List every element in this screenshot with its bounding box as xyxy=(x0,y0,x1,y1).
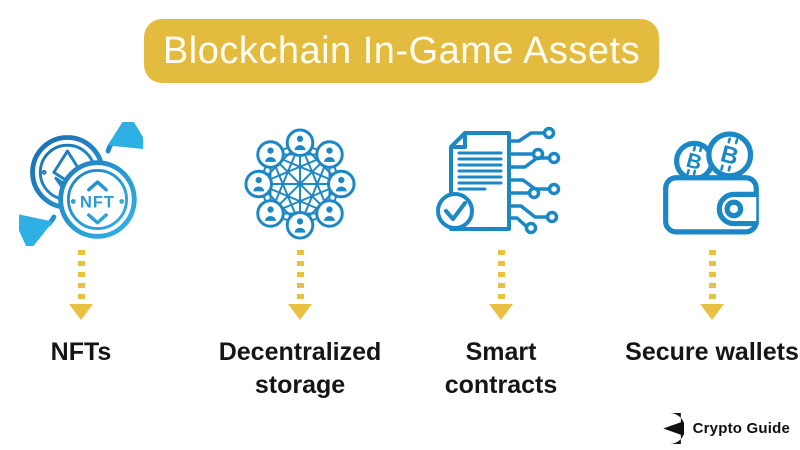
crypto-guide-logo-icon xyxy=(662,413,684,444)
decentralized-network-icon xyxy=(244,128,356,240)
nft-coin-text: NFT xyxy=(80,193,115,211)
bitcoin-coin-small: B xyxy=(674,140,715,182)
page-title: Blockchain In-Game Assets xyxy=(162,29,641,72)
brand-name: Crypto Guide xyxy=(692,420,790,437)
nft-icon-box: NFT xyxy=(19,122,143,246)
svg-text:B: B xyxy=(718,140,742,171)
person-glyphs xyxy=(253,135,347,233)
down-arrow xyxy=(489,250,513,320)
asset-column-nfts: NFT NFTs xyxy=(0,122,181,369)
title-banner: Blockchain In-Game Assets xyxy=(144,19,659,83)
asset-column-decentralized-storage: Decentralized storage xyxy=(200,124,400,402)
nft-exchange-icon: NFT xyxy=(19,122,143,246)
asset-label-decentralized-storage: Decentralized storage xyxy=(218,338,382,399)
svg-text:B: B xyxy=(684,149,704,175)
smart-contract-icon xyxy=(436,127,561,235)
arrow-head xyxy=(69,304,93,320)
arrow-dashes xyxy=(497,250,505,303)
arrow-head xyxy=(700,304,724,320)
arrow-dashes xyxy=(296,250,304,303)
asset-column-smart-contracts: Smart contracts xyxy=(401,124,601,402)
contract-icon-box xyxy=(431,124,571,244)
network-icon-box xyxy=(243,124,357,244)
asset-label-nfts: NFTs xyxy=(50,338,112,366)
arrow-head xyxy=(489,304,513,320)
bitcoin-coin-large: B xyxy=(706,131,754,179)
asset-label-secure-wallets: Secure wallets xyxy=(625,338,799,366)
asset-label-smart-contracts: Smart contracts xyxy=(444,338,558,399)
arrow-dashes xyxy=(708,250,716,303)
arrow-dashes xyxy=(77,250,85,303)
wallet-icon-box: B B xyxy=(661,124,763,244)
arrow-head xyxy=(288,304,312,320)
down-arrow xyxy=(700,250,724,320)
down-arrow xyxy=(69,250,93,320)
secure-wallet-icon: B B xyxy=(663,131,759,235)
asset-column-secure-wallets: B B Secure w xyxy=(612,124,800,369)
brand-logo: Crypto Guide xyxy=(655,413,790,444)
down-arrow xyxy=(288,250,312,320)
